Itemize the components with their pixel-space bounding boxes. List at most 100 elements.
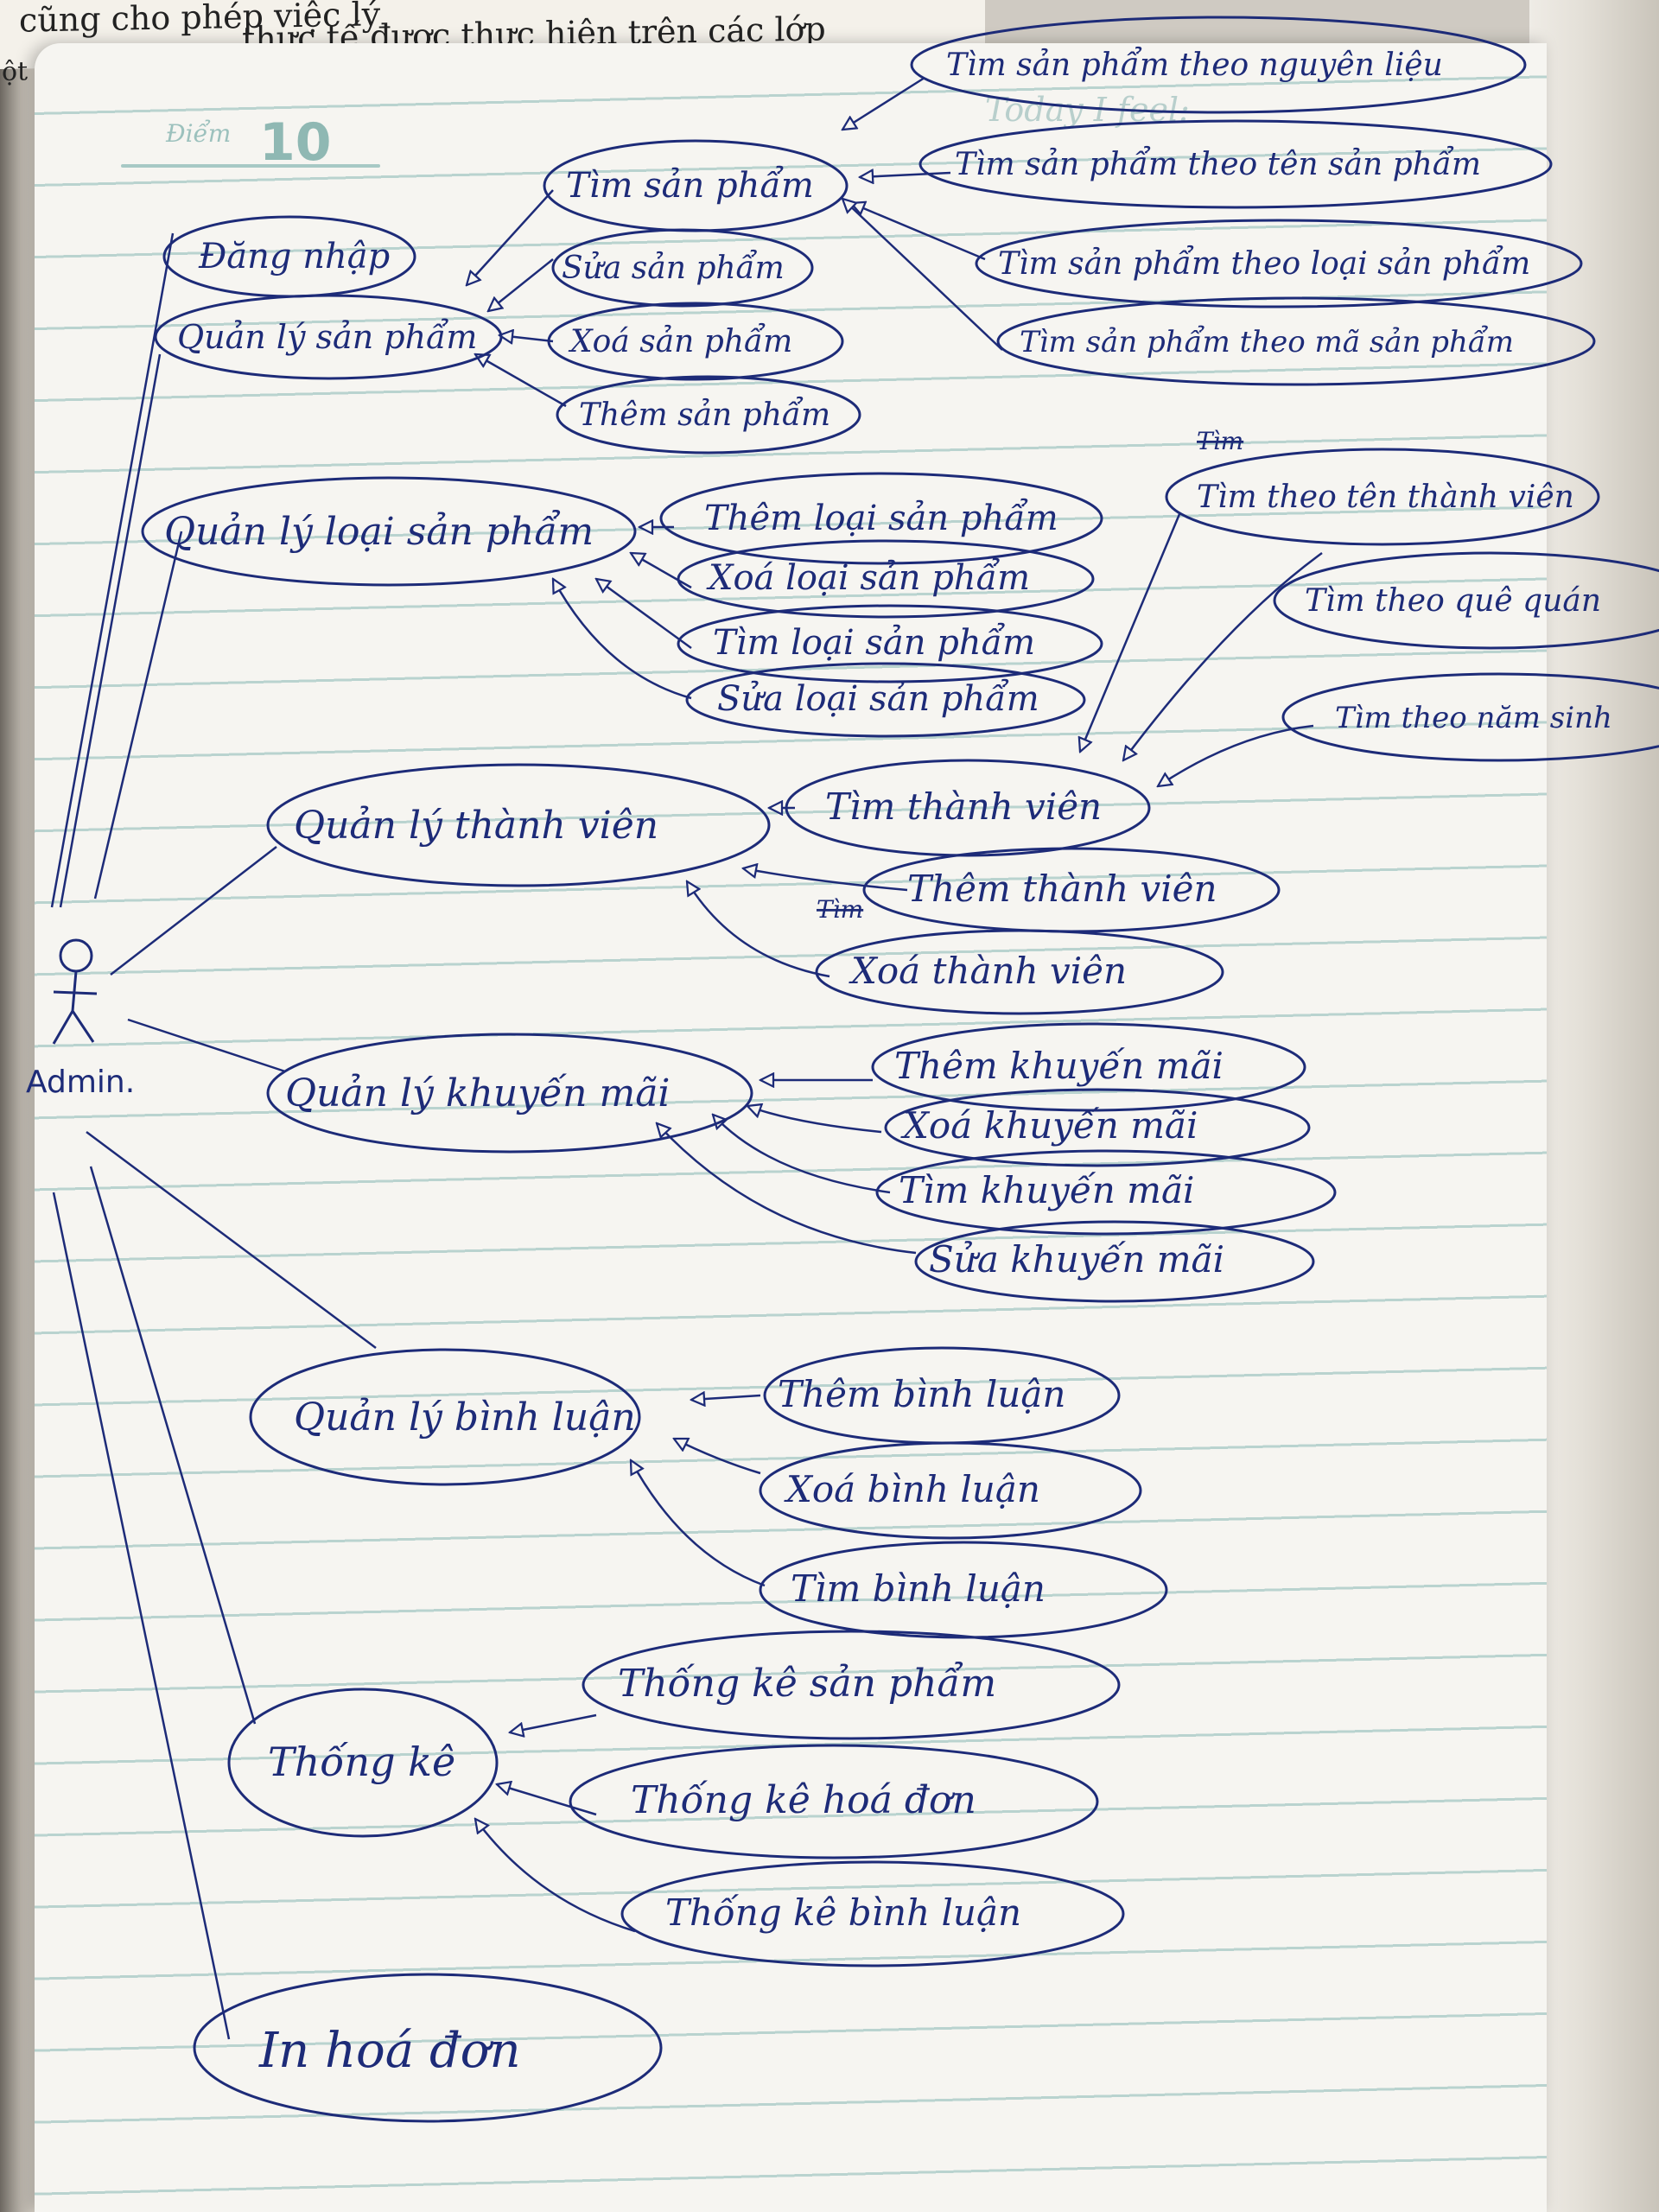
assoc-ql-loai-sp xyxy=(93,531,183,899)
label-xoa-loai-sp: Xoá loại sản phẩm xyxy=(706,558,1030,598)
use-case-ellipses xyxy=(141,16,1659,2123)
notebook-page xyxy=(35,43,1547,2212)
ellipse-sua-khuyen-mai xyxy=(914,1220,1315,1303)
label-xoa-binh-luan: Xoá bình luận xyxy=(784,1468,1040,1510)
ellipse-ql-binh-luan xyxy=(249,1348,641,1486)
label-tim-khuyen-mai: Tìm khuyến mãi xyxy=(899,1169,1194,1211)
ellipse-tim-sp-loai xyxy=(975,219,1583,308)
ellipse-tk-binh-luan xyxy=(620,1860,1125,1967)
book-spine-left xyxy=(0,0,35,2212)
label-tim-loai-sp: Tìm loại sản phẩm xyxy=(713,623,1035,663)
ellipse-in-hoa-don xyxy=(193,1973,663,2123)
arrow-sua-km-to-ql-km xyxy=(657,1123,917,1255)
arrow-tim-km-to-ql-km xyxy=(713,1115,891,1194)
label-thong-ke: Thống kê xyxy=(268,1738,455,1785)
ellipse-xoa-khuyen-mai xyxy=(884,1088,1311,1167)
label-tim-san-pham: Tìm sản phẩm xyxy=(566,166,814,206)
ellipse-ql-san-pham xyxy=(154,294,503,380)
arrow-nguyen-lieu-to-tim-sp xyxy=(842,76,925,130)
label-in-hoa-don: In hoá đơn xyxy=(258,2023,521,2079)
arrow-tim-bl-to-ql-bl xyxy=(631,1460,766,1587)
label-them-thanh-vien: Thêm thành viên xyxy=(907,868,1217,910)
ellipse-tim-sp-ten xyxy=(918,119,1553,209)
logo-brand-text: Điểm xyxy=(166,119,232,148)
ellipse-ql-khuyen-mai xyxy=(266,1033,753,1154)
arrow-tim-ten-tv-to-tim-tv xyxy=(1080,513,1181,752)
actor-right-leg xyxy=(71,1010,95,1043)
arrow-ma-sp-to-tim-sp xyxy=(842,199,1003,351)
ellipse-tim-tv-que-quan xyxy=(1273,551,1659,650)
ellipse-tim-khuyen-mai xyxy=(875,1149,1337,1236)
ellipse-them-khuyen-mai xyxy=(871,1022,1306,1112)
assoc-ql-thanh-vien xyxy=(110,846,277,976)
notebook-logo: Điểm 10 xyxy=(121,112,380,181)
label-ql-thanh-vien: Quản lý thành viên xyxy=(294,804,658,848)
label-sua-loai-sp: Sửa loại sản phẩm xyxy=(717,679,1039,719)
label-dang-nhap: Đăng nhập xyxy=(198,237,390,276)
arrow-tk-sp-to-tk xyxy=(510,1713,597,1732)
label-sua-san-pham: Sửa sản phẩm xyxy=(562,250,785,286)
arrow-tim-sp-to-ql-sp xyxy=(467,189,554,285)
ellipse-sua-san-pham xyxy=(551,228,814,308)
use-case-labels: Đăng nhập Quản lý sản phẩm Tìm sản phẩm … xyxy=(164,47,1612,2079)
label-xoa-khuyen-mai: Xoá khuyến mãi xyxy=(900,1104,1198,1147)
arrow-que-quan-to-tim-tv xyxy=(1123,551,1323,760)
label-xoa-san-pham: Xoá sản phẩm xyxy=(568,323,792,359)
arrow-xoa-tv-to-ql-tv xyxy=(687,881,830,978)
ellipse-tk-san-pham xyxy=(582,1630,1121,1740)
actor-associations xyxy=(50,232,377,2040)
ellipse-tim-tv-nam-sinh xyxy=(1281,672,1659,762)
arrow-loai-sp-to-tim-sp xyxy=(851,203,986,261)
ellipse-ql-thanh-vien xyxy=(266,763,771,887)
ellipse-tim-thanh-vien xyxy=(785,759,1151,857)
relationship-arrows xyxy=(467,76,1323,1933)
arrow-tim-loai-to-ql-loai xyxy=(596,579,692,650)
ellipse-tim-sp-nguyen-lieu xyxy=(910,16,1527,114)
arrow-xoa-bl-to-ql-bl xyxy=(674,1439,761,1475)
label-ql-san-pham: Quản lý sản phẩm xyxy=(177,318,477,356)
assoc-ql-binh-luan xyxy=(86,1130,377,1350)
label-ql-khuyen-mai: Quản lý khuyến mãi xyxy=(285,1071,671,1116)
arrow-xoa-loai-to-ql-loai xyxy=(631,553,692,589)
arrow-them-bl-to-ql-bl xyxy=(691,1395,761,1400)
label-tim-tv-ten: Tìm theo tên thành viên xyxy=(1197,480,1574,515)
ellipse-ql-loai-sp xyxy=(141,476,637,587)
actor-left-leg xyxy=(52,1010,74,1045)
label-tk-binh-luan: Thống kê bình luận xyxy=(665,1891,1021,1934)
arrow-xoa-km-to-ql-km xyxy=(747,1106,882,1134)
label-sua-khuyen-mai: Sửa khuyến mãi xyxy=(929,1238,1224,1281)
label-tim-sp-ma: Tìm sản phẩm theo mã sản phẩm xyxy=(1020,325,1514,359)
ellipse-them-san-pham xyxy=(556,375,861,454)
label-tim-sp-ten: Tìm sản phẩm theo tên sản phẩm xyxy=(955,146,1481,182)
label-them-san-pham: Thêm sản phẩm xyxy=(579,397,830,433)
label-tim-tv-que-quan: Tìm theo quê quán xyxy=(1305,583,1601,619)
ellipse-tim-loai-sp xyxy=(677,604,1103,683)
assoc-dang-nhap xyxy=(50,232,175,908)
label-them-loai-sp: Thêm loại sản phẩm xyxy=(704,499,1058,538)
arrow-tk-hd-to-tk xyxy=(497,1784,597,1816)
ellipse-xoa-loai-sp xyxy=(677,539,1095,619)
assoc-thong-ke xyxy=(89,1166,257,1725)
ellipse-thong-ke xyxy=(227,1688,499,1838)
ellipse-xoa-thanh-vien xyxy=(815,929,1224,1015)
label-tim-sp-nguyen-lieu: Tìm sản phẩm theo nguyên liệu xyxy=(946,47,1443,83)
label-tim-tv-nam-sinh: Tìm theo năm sinh xyxy=(1335,701,1612,735)
label-xoa-thanh-vien: Xoá thành viên xyxy=(849,950,1127,992)
arrow-them-sp-to-ql-sp xyxy=(475,354,567,408)
label-ql-binh-luan: Quản lý bình luận xyxy=(294,1395,636,1440)
assoc-in-hoa-don xyxy=(52,1192,231,2040)
arrow-sua-loai-to-ql-loai xyxy=(553,579,692,700)
admin-actor xyxy=(52,938,98,1045)
ellipse-them-loai-sp xyxy=(659,472,1103,565)
ellipse-xoa-binh-luan xyxy=(759,1441,1142,1540)
ellipse-sua-loai-sp xyxy=(685,662,1086,738)
arrow-sua-sp-to-ql-sp xyxy=(488,258,554,311)
arrow-them-tv-to-ql-tv xyxy=(743,868,908,892)
label-ql-loai-sp: Quản lý loại sản phẩm xyxy=(164,509,594,554)
assoc-ql-khuyen-mai xyxy=(127,1018,286,1073)
label-tim-sp-loai: Tìm sản phẩm theo loại sản phẩm xyxy=(998,245,1530,282)
label-tk-san-pham: Thống kê sản phẩm xyxy=(618,1661,996,1706)
book-edge-right xyxy=(1529,0,1659,2212)
